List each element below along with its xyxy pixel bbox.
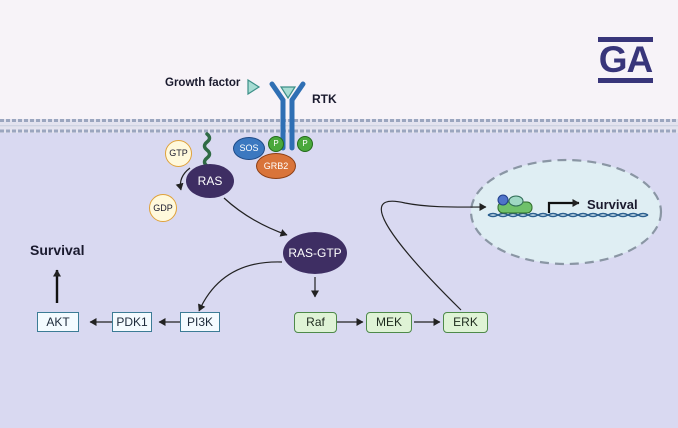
gtp-node: GTP <box>165 140 192 167</box>
gdp-node: GDP <box>149 194 177 222</box>
rtk-receptor <box>269 81 306 151</box>
rtk-label: RTK <box>312 92 337 106</box>
growth-factor-label: Growth factor <box>165 77 241 89</box>
erk-box: ERK <box>443 312 488 333</box>
akt-box: AKT <box>37 312 79 332</box>
ras-anchor <box>202 132 212 168</box>
nucleus-survival-label: Survival <box>587 197 638 212</box>
phospho-right: P <box>297 136 313 152</box>
nucleus <box>469 158 663 266</box>
cell-membrane <box>0 119 678 133</box>
mek-box: MEK <box>366 312 412 333</box>
akt-survival-label: Survival <box>30 242 85 258</box>
transcription-factor-complex <box>497 194 533 214</box>
logo-text: GA <box>598 39 654 80</box>
gtp-to-gdp-arrow <box>175 167 191 191</box>
transcription-arrow <box>547 199 580 213</box>
dna-helix <box>487 212 649 218</box>
pdk1-box: PDK1 <box>112 312 152 332</box>
ras-node: RAS <box>186 164 234 198</box>
raf-box: Raf <box>294 312 337 333</box>
rasgtp-to-pi3k-arrow <box>198 261 283 312</box>
growth-factor-icon <box>247 78 261 96</box>
ga-logo <box>598 37 653 83</box>
pi3k-box: PI3K <box>180 312 220 332</box>
ras-gtp-node: RAS-GTP <box>283 232 347 274</box>
grb2-node: GRB2 <box>256 153 296 179</box>
sos-node: SOS <box>233 137 265 160</box>
ras-to-rasgtp-arrow <box>223 197 288 237</box>
phospho-left: P <box>268 136 284 152</box>
erk-to-nucleus-arrow <box>380 200 487 311</box>
extracellular-space <box>0 0 678 122</box>
